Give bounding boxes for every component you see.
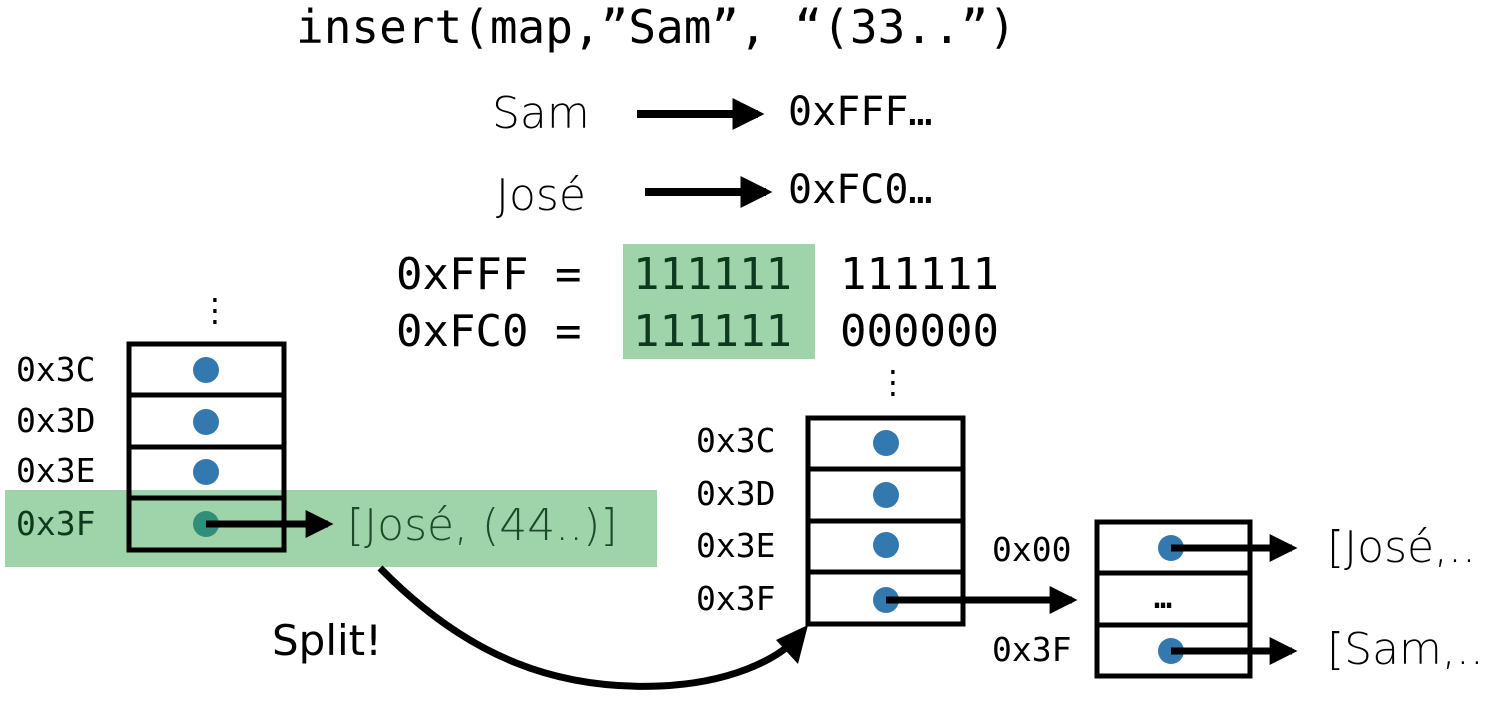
- split-arrowhead: [776, 625, 808, 664]
- left-slot-dot-3c: [193, 357, 219, 383]
- split-arrow: [377, 565, 798, 690]
- left-slot-label-3d: 0x3D: [16, 401, 96, 440]
- right-slot-label-3e: 0x3E: [696, 526, 776, 565]
- hash-value-jose: 0xFC0…: [788, 167, 933, 213]
- binary-label-fff: 0xFFF =: [396, 249, 582, 300]
- right-slot-dot-3e: [873, 532, 899, 558]
- left-directory: [126, 341, 287, 553]
- right-dir-ellipsis: ⋮: [877, 363, 909, 401]
- left-slot-dot-3e: [193, 459, 219, 485]
- left-slot-label-3e: 0x3E: [16, 451, 96, 490]
- binary-label-fc0: 0xFC0 =: [396, 306, 582, 357]
- binary-prefix-fff: 111111: [633, 249, 792, 300]
- sub-slot-label-00: 0x00: [992, 530, 1072, 569]
- left-slot-label-3f: 0x3F: [16, 504, 96, 543]
- sub-slot-ellipsis: …: [1154, 581, 1173, 616]
- left-dir-ellipsis: ⋮: [199, 291, 231, 329]
- right-slot-dot-3d: [873, 482, 899, 508]
- sub-entry-sam: [Sam,..: [1327, 624, 1484, 675]
- right-slot-label-3d: 0x3D: [696, 474, 776, 513]
- common-prefix-highlight: [623, 244, 815, 359]
- right-slot-label-3f: 0x3F: [696, 579, 776, 618]
- sub-slot-label-3f: 0x3F: [992, 630, 1072, 669]
- left-slot-label-3c: 0x3C: [16, 350, 96, 389]
- binary-suffix-fc0: 000000: [840, 306, 999, 357]
- binary-suffix-fff: 111111: [840, 249, 999, 300]
- sub-directory: [1094, 519, 1253, 679]
- hash-key-sam: Sam: [492, 88, 590, 139]
- right-slot-label-3c: 0x3C: [696, 421, 776, 460]
- insert-call: insert(map,”Sam”, “(33..”): [296, 0, 1017, 54]
- hash-value-sam: 0xFFF…: [788, 89, 933, 135]
- binary-prefix-fc0: 111111: [633, 306, 792, 357]
- right-directory: [805, 415, 966, 627]
- sub-entry-jose: [José,..: [1327, 522, 1477, 573]
- hash-key-jose: José: [496, 170, 586, 221]
- split-label: Split!: [272, 616, 382, 665]
- left-overflow-entry: [José, (44..)]: [347, 500, 618, 551]
- right-slot-dot-3c: [873, 430, 899, 456]
- left-slot-dot-3d: [193, 409, 219, 435]
